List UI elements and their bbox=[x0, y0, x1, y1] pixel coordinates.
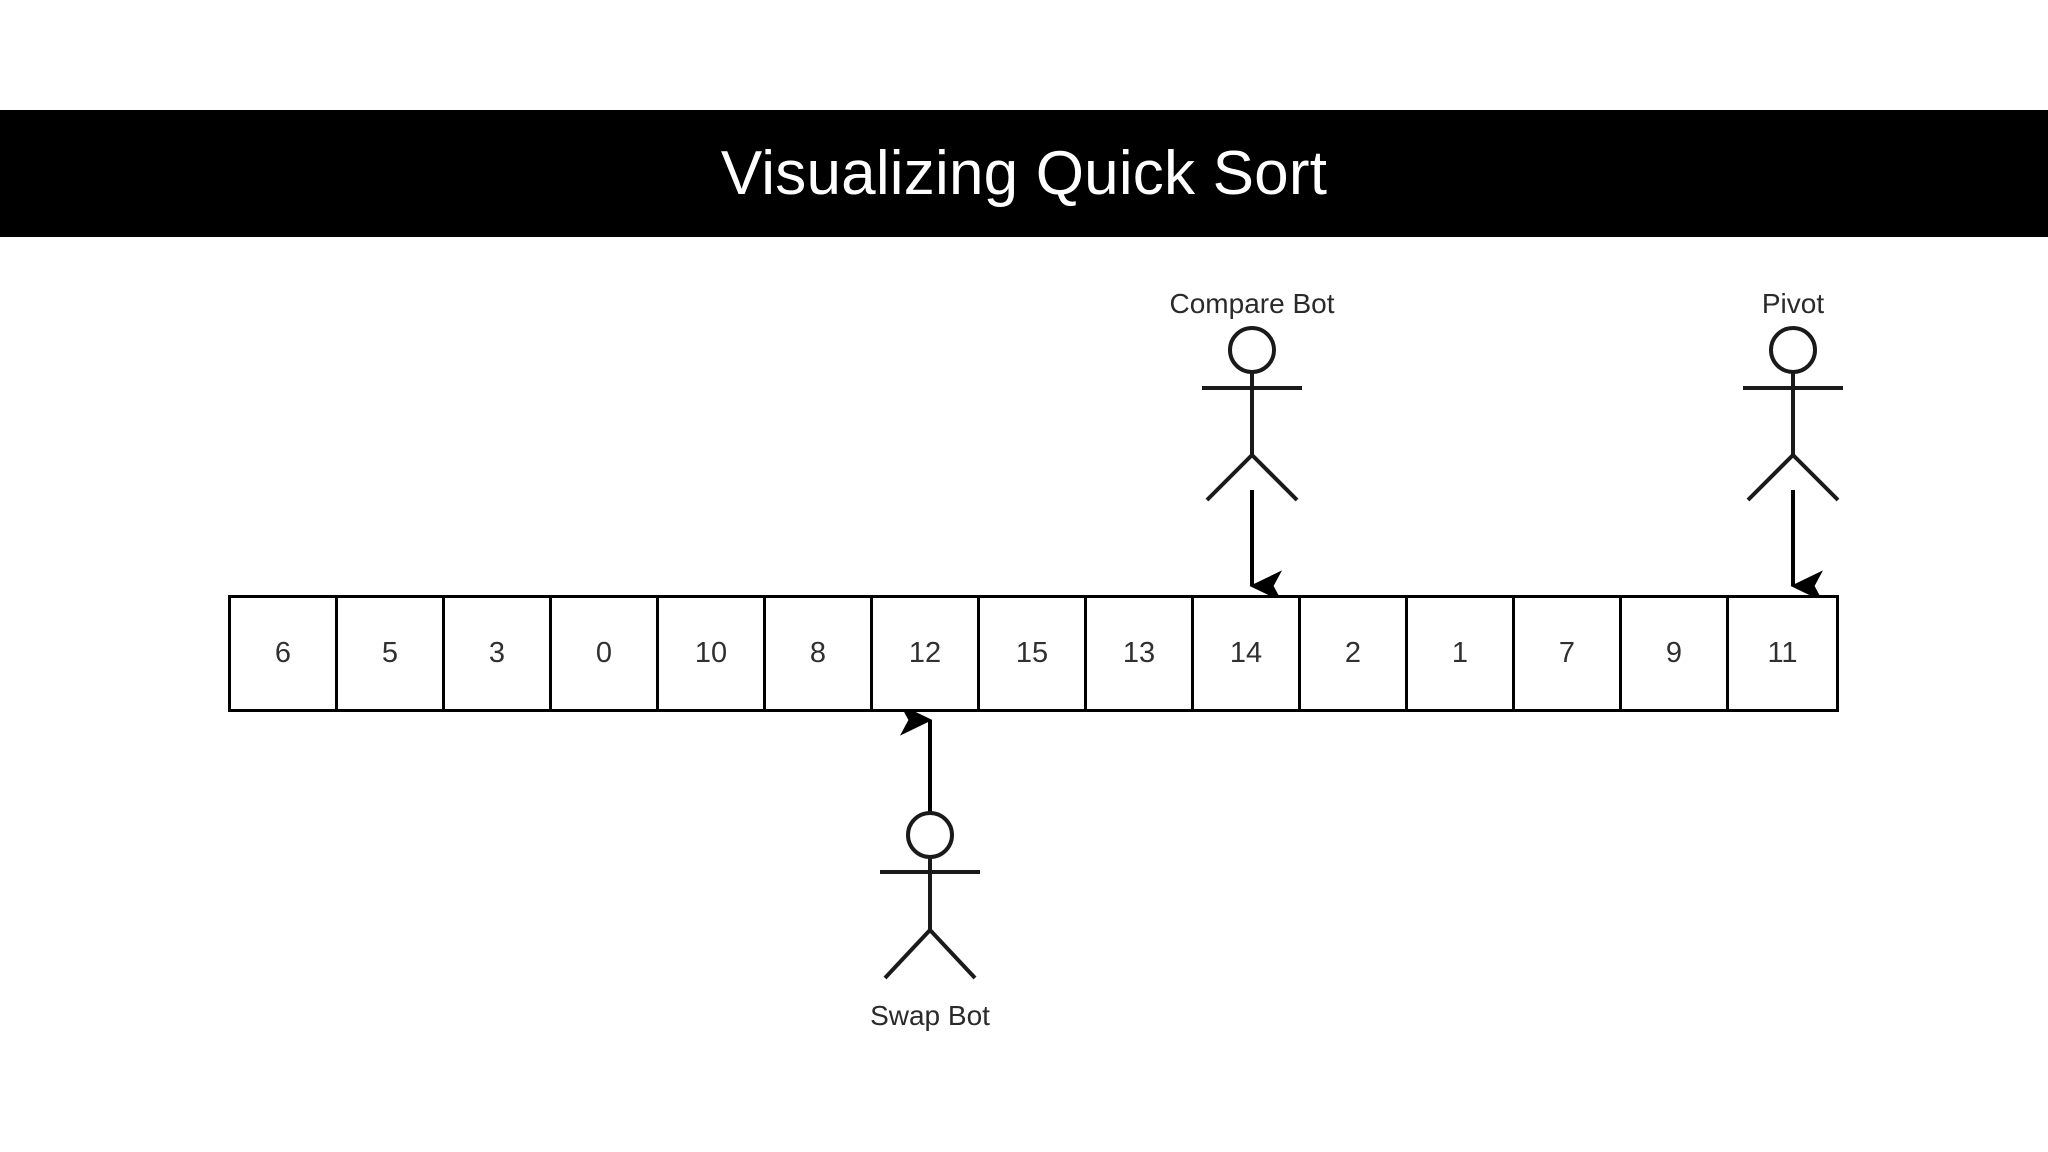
array-cell[interactable]: 12 bbox=[873, 598, 980, 709]
swap-bot-label: Swap Bot bbox=[870, 1000, 990, 1031]
array-row: 6 5 3 0 10 8 12 15 13 14 2 1 7 9 11 bbox=[228, 595, 1839, 712]
title-bar: Visualizing Quick Sort bbox=[0, 110, 2048, 237]
array-cell-value: 5 bbox=[381, 637, 399, 669]
array-cell-value: 13 bbox=[1122, 637, 1156, 669]
array-cell-value: 15 bbox=[1015, 637, 1049, 669]
array-cell[interactable]: 1 bbox=[1408, 598, 1515, 709]
array-cell[interactable]: 9 bbox=[1622, 598, 1729, 709]
array-cell-value: 11 bbox=[1767, 637, 1798, 669]
pivot-figure bbox=[1743, 326, 1843, 502]
array-cell-value: 14 bbox=[1229, 637, 1263, 669]
array-cell-value: 0 bbox=[595, 637, 613, 669]
array-cell-value: 1 bbox=[1451, 637, 1469, 669]
array-cell[interactable]: 13 bbox=[1087, 598, 1194, 709]
compare-bot-figure bbox=[1202, 326, 1302, 502]
array-cell-value: 7 bbox=[1558, 637, 1576, 669]
array-cell[interactable]: 2 bbox=[1301, 598, 1408, 709]
array-cell-value: 9 bbox=[1665, 637, 1683, 669]
array-cell[interactable]: 7 bbox=[1515, 598, 1622, 709]
array-cell-value: 12 bbox=[908, 637, 942, 669]
pivot-label: Pivot bbox=[1761, 288, 1825, 319]
array-cell[interactable]: 8 bbox=[766, 598, 873, 709]
array-cell[interactable]: 14 bbox=[1194, 598, 1301, 709]
array-cell[interactable]: 10 bbox=[659, 598, 766, 709]
array-cell[interactable]: 11 bbox=[1729, 598, 1836, 709]
swap-bot-figure bbox=[880, 811, 980, 980]
array-cell-value: 3 bbox=[488, 637, 506, 669]
array-cell-value: 6 bbox=[274, 637, 292, 669]
array-cell[interactable]: 15 bbox=[980, 598, 1087, 709]
array-cell-value: 2 bbox=[1344, 637, 1362, 669]
array-cell-value: 10 bbox=[694, 637, 728, 669]
array-cell[interactable]: 3 bbox=[445, 598, 552, 709]
compare-bot-label: Compare Bot bbox=[1169, 288, 1335, 319]
array-cell[interactable]: 0 bbox=[552, 598, 659, 709]
array-cell[interactable]: 5 bbox=[338, 598, 445, 709]
page-title: Visualizing Quick Sort bbox=[720, 139, 1328, 208]
array-cell[interactable]: 6 bbox=[231, 598, 338, 709]
array-cell-value: 8 bbox=[809, 637, 827, 669]
